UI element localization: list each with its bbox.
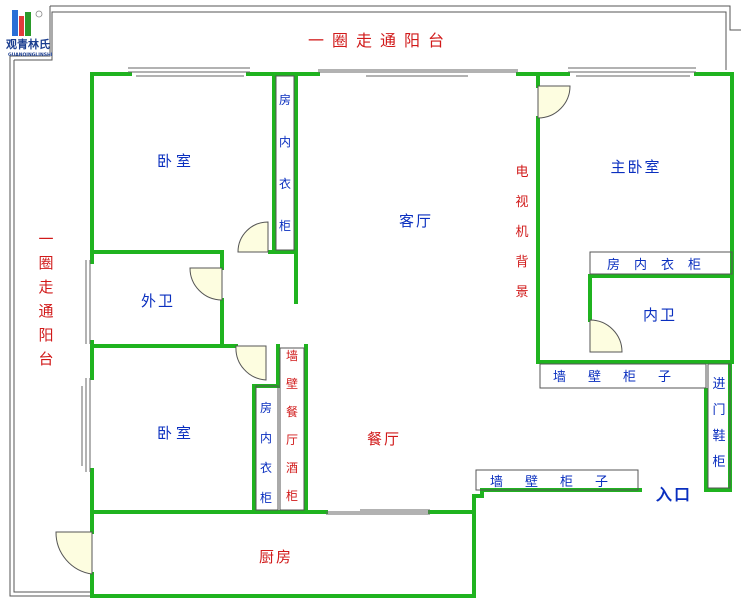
closet-top-left-text: 房内衣柜 [279, 92, 291, 233]
closet-master-label: 房内衣柜 [607, 257, 715, 273]
logo-name: 观青林氏 [6, 37, 50, 51]
balcony-outline [9, 5, 741, 597]
closet-top-left-label: 房内衣柜 [279, 92, 291, 233]
room-bedroom-bottom: 卧室 [157, 424, 195, 442]
tv-wall-text: 电视机背景 [515, 165, 528, 300]
tv-wall-label: 电视机背景 [515, 165, 528, 300]
shoe-cabinet-label: 进门鞋柜 [712, 377, 725, 470]
room-master-bedroom: 主卧室 [610, 158, 661, 176]
logo-subtitle: GUANQINGLINSHI [8, 52, 53, 58]
dining-cabinet-label: 墙壁餐厅酒柜 [286, 349, 298, 503]
doors [55, 85, 623, 575]
dining-cabinet-text: 墙壁餐厅酒柜 [286, 349, 298, 503]
left-label-text: 一圈走通阳台 [38, 230, 53, 368]
cabinet-outlines [255, 75, 733, 511]
windows [81, 67, 696, 515]
room-outer-bath: 外卫 [141, 292, 175, 310]
room-living: 客厅 [399, 212, 433, 230]
wall-cabinet-right-label: 墙壁柜子 [553, 370, 693, 385]
room-dining: 餐厅 [367, 430, 401, 448]
room-bedroom-top: 卧室 [157, 152, 195, 170]
closet-bottom-left-label: 房内衣柜 [260, 400, 272, 505]
balcony-top-label: 一圈走通阳台 [308, 31, 452, 50]
balcony-left-label: 一圈走通阳台 [38, 230, 53, 368]
room-kitchen: 厨房 [259, 548, 293, 566]
shoe-cabinet-text: 进门鞋柜 [712, 377, 725, 470]
brand-logo: 观青林氏 GUANQINGLINSHI [6, 10, 53, 58]
closet-bottom-left-text: 房内衣柜 [260, 400, 272, 505]
room-inner-bath: 内卫 [643, 306, 677, 324]
wall-cabinet-entry-label: 墙壁柜子 [490, 475, 630, 490]
entrance-label: 入口 [656, 485, 692, 504]
